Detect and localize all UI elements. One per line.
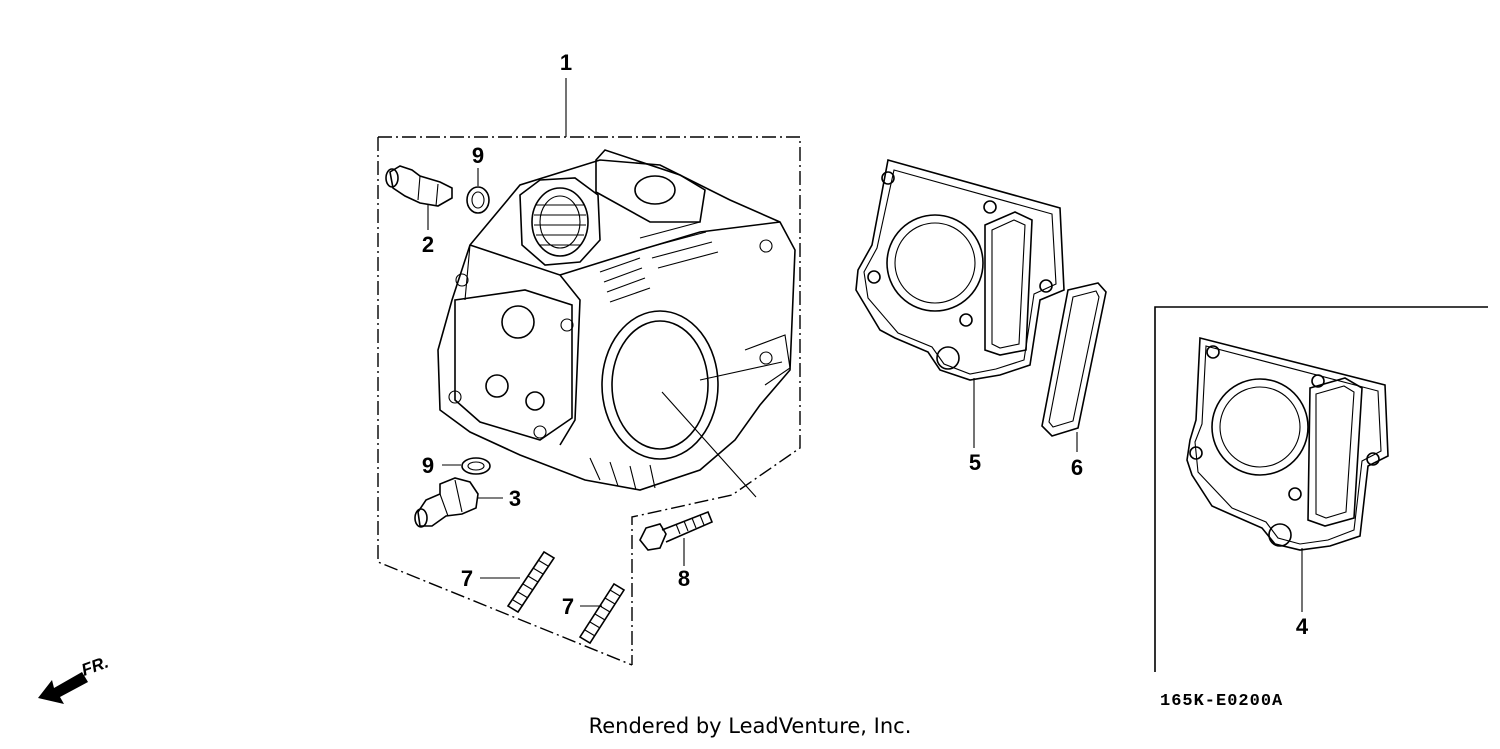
- stud-7-left[interactable]: [506, 550, 556, 614]
- callout-9-upper: 9: [472, 143, 484, 168]
- callout-7-left: 7: [461, 566, 473, 591]
- callout-8: 8: [678, 566, 690, 591]
- head-gasket-4[interactable]: [1186, 336, 1389, 551]
- variant-frame: [1154, 306, 1488, 672]
- callout-7-right: 7: [562, 594, 574, 619]
- front-marker-label: FR.: [79, 653, 111, 680]
- callout-4: 4: [1296, 614, 1309, 639]
- front-arrow-icon: [38, 672, 88, 704]
- callout-2: 2: [422, 232, 434, 257]
- bolt-leader-line: [661, 391, 757, 498]
- gasket-ring-6[interactable]: [1041, 282, 1107, 437]
- head-gasket-5[interactable]: [855, 158, 1065, 381]
- o-ring-9-upper[interactable]: [466, 186, 490, 214]
- callout-3: 3: [509, 486, 521, 511]
- fitting-3[interactable]: [414, 477, 479, 528]
- callout-6: 6: [1071, 455, 1083, 480]
- callout-5: 5: [969, 450, 981, 475]
- cylinder-head[interactable]: [437, 149, 796, 491]
- fitting-2[interactable]: [385, 165, 453, 207]
- callout-1: 1: [560, 50, 572, 75]
- assembly-group-frame: [377, 136, 801, 666]
- diagram-code: 165K-E0200A: [1160, 692, 1283, 711]
- bolt-8[interactable]: [639, 510, 714, 551]
- stud-7-right[interactable]: [578, 582, 626, 645]
- bolt-leader-line-2: [699, 361, 783, 381]
- o-ring-9-lower[interactable]: [461, 457, 491, 475]
- footer-credit: Rendered by LeadVenture, Inc.: [588, 714, 912, 738]
- callout-9-lower: 9: [422, 453, 434, 478]
